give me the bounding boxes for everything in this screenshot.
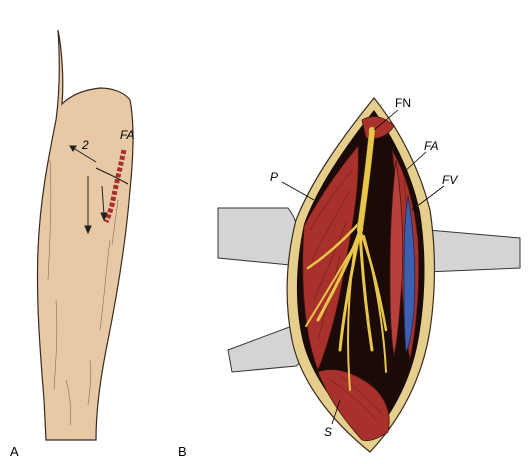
thigh-shading: [47, 159, 119, 426]
panel-a-thigh: 2 FA A: [10, 29, 134, 459]
retractor-left-upper: [217, 207, 299, 266]
direction-arrows: [69, 145, 108, 235]
muscle-sartorius: [317, 369, 390, 442]
label-s: S: [324, 425, 332, 439]
panel-label-a: A: [10, 444, 19, 459]
femoral-artery-b: [389, 159, 404, 357]
label-2: 2: [81, 138, 89, 152]
label-fa-b: FA: [424, 139, 438, 153]
thigh-skin: [36, 29, 134, 441]
femoral-vein: [403, 195, 416, 354]
femoral-artery-a: [103, 149, 127, 224]
leader-lines: [281, 109, 445, 425]
nerve-outline: [356, 131, 376, 229]
femoral-nerve: [305, 127, 388, 391]
label-fv: FV: [442, 173, 458, 187]
label-fn: FN: [395, 96, 411, 110]
incision-line: [95, 167, 129, 185]
retractor-right: [423, 229, 521, 273]
panel-label-b: B: [178, 444, 187, 459]
panel-b-dissection: FN FA FV P S B: [178, 96, 521, 459]
label-p: P: [270, 170, 278, 184]
label-fa-a: FA: [120, 128, 134, 142]
